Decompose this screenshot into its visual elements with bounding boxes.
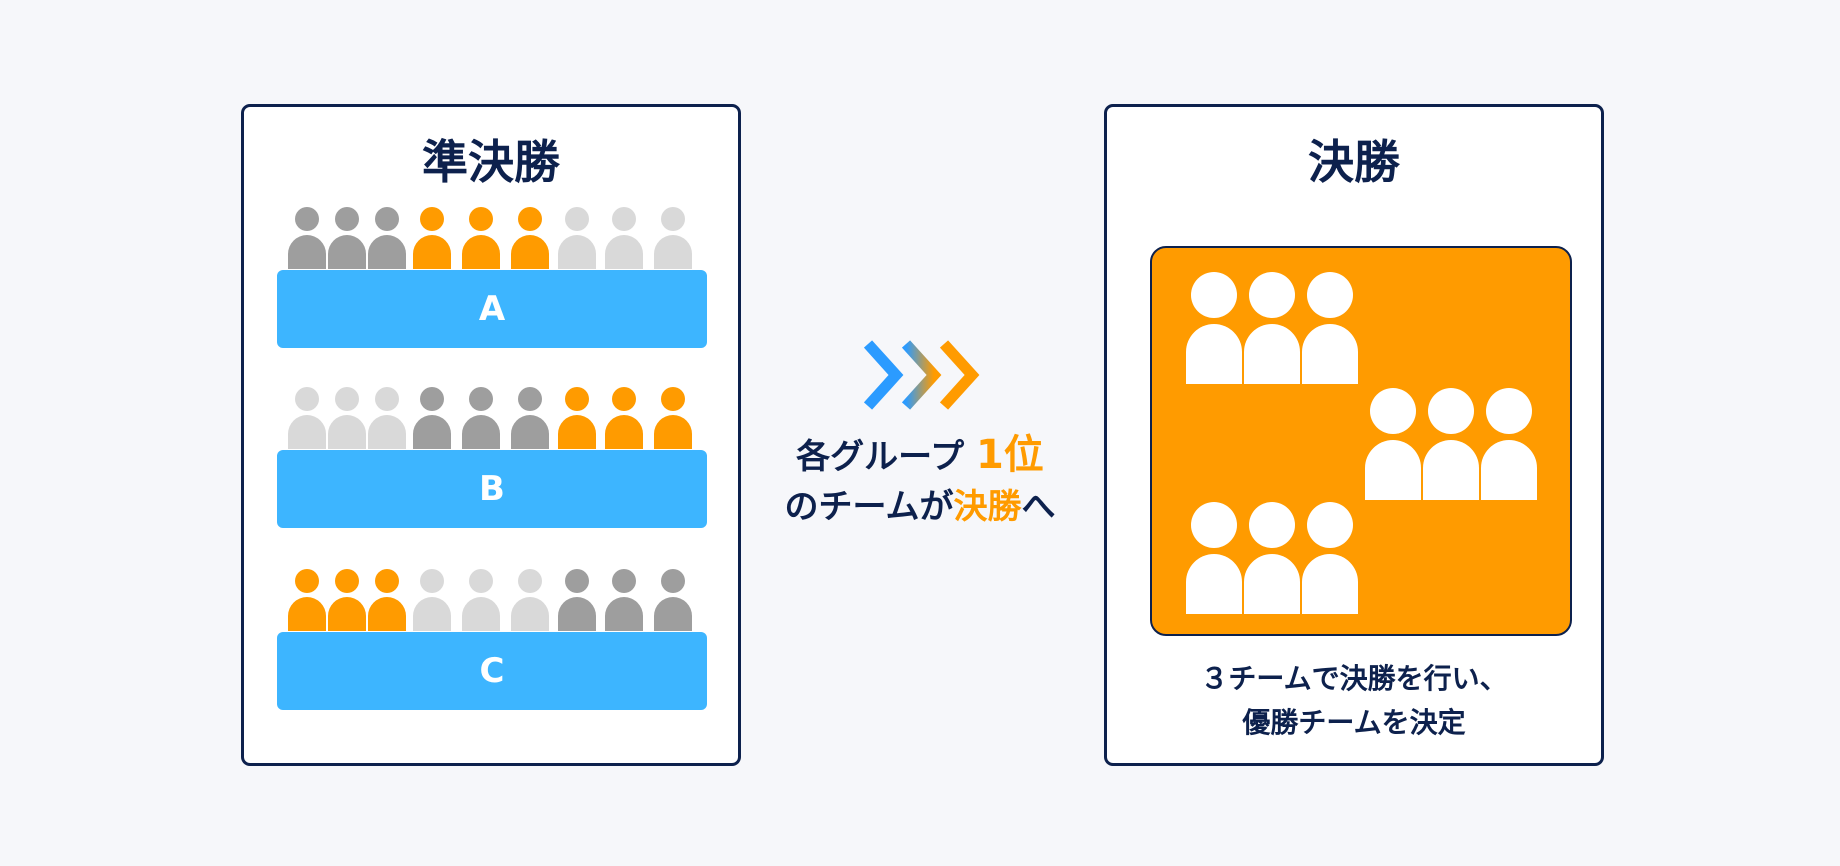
advance-description: 各グループ 1位 のチームが決勝へ — [760, 430, 1080, 532]
person-icon — [368, 207, 406, 269]
person-icon — [558, 207, 596, 269]
final-highlight: 決勝 — [953, 487, 1022, 527]
group-a-label: A — [478, 289, 506, 329]
person-icon — [288, 387, 326, 449]
group-b-bar: B — [277, 450, 707, 528]
final-caption-line-2: 優勝チームを決定 — [1242, 706, 1466, 739]
final-title: 決勝 — [1308, 135, 1400, 189]
person-icon — [368, 387, 406, 449]
person-icon — [605, 207, 643, 269]
person-icon — [654, 207, 692, 269]
team-icon — [1186, 272, 1360, 384]
person-icon — [368, 569, 406, 631]
person-icon — [1186, 502, 1242, 614]
person-icon — [462, 569, 500, 631]
person-icon — [288, 207, 326, 269]
person-icon — [511, 207, 549, 269]
person-icon — [1365, 388, 1421, 500]
person-icon — [328, 569, 366, 631]
person-icon — [1186, 272, 1242, 384]
person-icon — [328, 207, 366, 269]
person-icon — [1302, 272, 1358, 384]
person-icon — [288, 569, 326, 631]
first-place-highlight: 1位 — [975, 432, 1044, 478]
person-icon — [1244, 272, 1300, 384]
person-icon — [328, 387, 366, 449]
person-icon — [1481, 388, 1537, 500]
person-icon — [605, 569, 643, 631]
group-a-bar: A — [277, 270, 707, 348]
semifinal-title: 準決勝 — [422, 135, 560, 189]
person-icon — [1423, 388, 1479, 500]
group-b-label: B — [479, 469, 505, 509]
advance-line-2: のチームが決勝へ — [760, 482, 1080, 532]
group-c-bar: C — [277, 632, 707, 710]
person-icon — [1244, 502, 1300, 614]
semifinal-panel: 準決勝 A B C — [241, 104, 741, 766]
person-icon — [413, 387, 451, 449]
advance-line-2-prefix: のチームが — [784, 487, 954, 527]
person-icon — [413, 207, 451, 269]
team-icon — [1186, 502, 1360, 614]
person-icon — [413, 569, 451, 631]
advance-line-1: 各グループ 1位 — [760, 430, 1080, 482]
person-icon — [558, 569, 596, 631]
group-c-label: C — [479, 651, 505, 691]
final-panel: 決勝 ３チームで決勝を行い、 優勝チームを決定 — [1104, 104, 1604, 766]
team-icon — [1365, 388, 1539, 500]
person-icon — [605, 387, 643, 449]
final-caption-line-1: ３チームで決勝を行い、 — [1200, 662, 1508, 695]
advance-line-1-prefix: 各グループ — [796, 437, 976, 477]
person-icon — [511, 569, 549, 631]
person-icon — [654, 569, 692, 631]
triple-chevron-right-icon — [863, 340, 980, 410]
person-icon — [654, 387, 692, 449]
person-icon — [558, 387, 596, 449]
advance-line-2-suffix: へ — [1021, 487, 1056, 527]
person-icon — [511, 387, 549, 449]
final-teams-box — [1150, 246, 1572, 636]
person-icon — [1302, 502, 1358, 614]
final-caption: ３チームで決勝を行い、 優勝チームを決定 — [1107, 657, 1601, 745]
person-icon — [462, 207, 500, 269]
person-icon — [462, 387, 500, 449]
